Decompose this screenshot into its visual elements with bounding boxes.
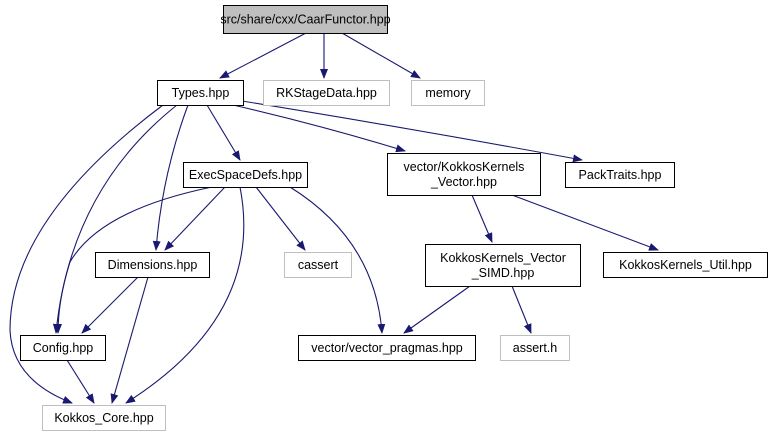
node-label: Config.hpp [33,341,94,355]
node-dimensions[interactable]: Dimensions.hpp [95,252,210,278]
node-asserth[interactable]: assert.h [500,335,570,361]
node-box [298,335,476,361]
node-label: _Vector.hpp [430,175,497,189]
edge-dimensions-to-kokkoscore [110,276,149,404]
node-box [263,80,390,106]
edge-types-to-packtraits [241,100,583,163]
node-label: ExecSpaceDefs.hpp [189,168,302,182]
edge-config-to-kokkoscore [66,359,95,404]
edge-kkvectorsimd-to-asserth [511,285,532,334]
node-label: src/share/cxx/CaarFunctor.hpp [220,13,390,27]
edge-dimensions-to-config [81,276,139,334]
node-label: RKStageData.hpp [276,86,377,100]
node-memory[interactable]: memory [411,80,485,106]
edges-layer [9,32,659,404]
node-kokkoscore[interactable]: Kokkos_Core.hpp [42,405,166,431]
node-kkutil[interactable]: KokkosKernels_Util.hpp [603,252,768,278]
node-types[interactable]: Types.hpp [157,80,244,106]
node-kkvector[interactable]: vector/KokkosKernels_Vector.hpp [387,153,541,196]
node-kkvectorsimd[interactable]: KokkosKernels_Vector_SIMD.hpp [425,244,581,287]
node-execspace[interactable]: ExecSpaceDefs.hpp [183,162,308,188]
edge-caar-to-memory [341,32,421,79]
node-box [157,80,244,106]
edge-types-to-dimensions [152,104,189,251]
node-caar[interactable]: src/share/cxx/CaarFunctor.hpp [220,5,391,34]
edge-caar-to-types [219,32,307,79]
edge-execspace-to-dimensions [164,186,226,251]
node-box [183,162,308,188]
node-label: assert.h [513,341,558,355]
node-label: vector/KokkosKernels [404,160,525,174]
node-label: _SIMD.hpp [471,266,535,280]
node-box [500,335,570,361]
node-box [387,153,541,196]
node-box [223,5,388,34]
node-pragmas[interactable]: vector/vector_pragmas.hpp [298,335,476,361]
edge-kkvector-to-kkvectorsimd [471,194,493,243]
node-box [411,80,485,106]
edge-kkvectorsimd-to-pragmas [403,285,471,334]
node-box [603,252,768,278]
node-box [425,244,581,287]
node-label: vector/vector_pragmas.hpp [311,341,463,355]
node-label: KokkosKernels_Vector [440,251,566,265]
node-label: Dimensions.hpp [108,258,198,272]
node-label: memory [425,86,471,100]
node-label: PackTraits.hpp [579,168,662,182]
node-label: KokkosKernels_Util.hpp [619,258,752,272]
node-label: Types.hpp [172,86,230,100]
node-cassert[interactable]: cassert [284,252,352,278]
node-box [565,162,675,188]
edge-execspace-to-cassert [255,186,306,251]
node-box [42,405,166,431]
node-box [20,335,106,361]
edge-types-to-kokkoscore [9,104,164,404]
edge-execspace-to-kokkoscore [125,186,245,404]
node-box [95,252,210,278]
edge-types-to-kkvector [232,104,406,153]
node-config[interactable]: Config.hpp [20,335,106,361]
node-packtraits[interactable]: PackTraits.hpp [565,162,675,188]
edge-execspace-to-config [54,186,213,334]
node-label: Kokkos_Core.hpp [54,411,153,425]
node-box [284,252,352,278]
edge-kkvector-to-kkutil [511,194,659,251]
node-rkstage[interactable]: RKStageData.hpp [263,80,390,106]
edge-types-to-execspace [206,104,241,161]
node-label: cassert [298,258,339,272]
edge-execspace-to-pragmas [289,186,386,334]
